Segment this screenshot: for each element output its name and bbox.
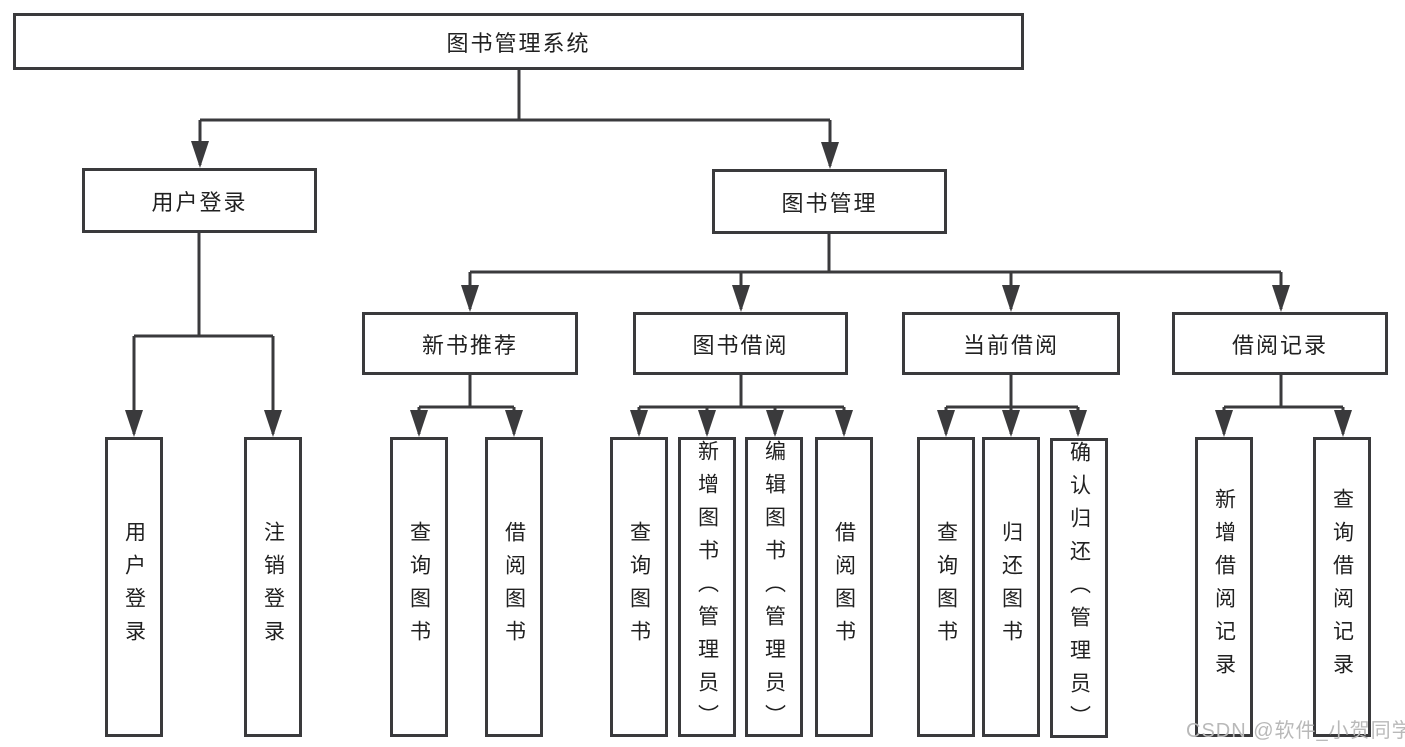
leaf-bb-query-book: 查询图书: [610, 437, 668, 737]
node-current-borrow: 当前借阅: [902, 312, 1120, 375]
node-label: 注销登录: [261, 521, 285, 653]
node-book-management: 图书管理: [712, 169, 947, 234]
leaf-cb-confirm-return: 确认归还（管理员）: [1050, 438, 1108, 738]
node-label: 编辑图书（管理员）: [762, 440, 786, 737]
leaf-user-login: 用户登录: [105, 437, 163, 737]
node-label: 图书管理系统: [446, 30, 591, 56]
node-root: 图书管理系统: [13, 13, 1024, 70]
leaf-br-query-record: 查询借阅记录: [1313, 437, 1371, 737]
leaf-bb-edit-book: 编辑图书（管理员）: [745, 437, 803, 737]
node-label: 借阅记录: [1231, 332, 1328, 358]
leaf-nb-borrow-book: 借阅图书: [485, 437, 543, 737]
node-label: 图书借阅: [692, 332, 789, 358]
node-label: 用户登录: [151, 189, 248, 215]
leaf-br-add-record: 新增借阅记录: [1195, 437, 1253, 737]
leaf-nb-query-book: 查询图书: [390, 437, 448, 737]
leaf-logout: 注销登录: [244, 437, 302, 737]
node-label: 用户登录: [122, 521, 146, 653]
leaf-cb-query-book: 查询图书: [917, 437, 975, 737]
node-label: 查询借阅记录: [1330, 488, 1354, 686]
node-label: 借阅图书: [502, 521, 526, 653]
node-label: 借阅图书: [832, 521, 856, 653]
node-book-borrow: 图书借阅: [633, 312, 848, 375]
node-label: 新增借阅记录: [1212, 488, 1236, 686]
leaf-bb-add-book: 新增图书（管理员）: [678, 437, 736, 737]
node-label: 当前借阅: [962, 332, 1059, 358]
node-label: 确认归还（管理员）: [1067, 441, 1091, 738]
node-label: 查询图书: [627, 521, 651, 653]
node-label: 查询图书: [407, 521, 431, 653]
node-user-login: 用户登录: [82, 168, 317, 233]
leaf-bb-borrow-book: 借阅图书: [815, 437, 873, 737]
leaf-cb-return-book: 归还图书: [982, 437, 1040, 737]
node-label: 新增图书（管理员）: [695, 440, 719, 737]
watermark: CSDN @软件_小贺同学: [1186, 720, 1405, 742]
node-new-book-recommend: 新书推荐: [362, 312, 578, 375]
node-label: 归还图书: [999, 521, 1023, 653]
node-label: 图书管理: [781, 190, 878, 216]
node-label: 查询图书: [934, 521, 958, 653]
node-borrow-records: 借阅记录: [1172, 312, 1388, 375]
node-label: 新书推荐: [421, 332, 518, 358]
